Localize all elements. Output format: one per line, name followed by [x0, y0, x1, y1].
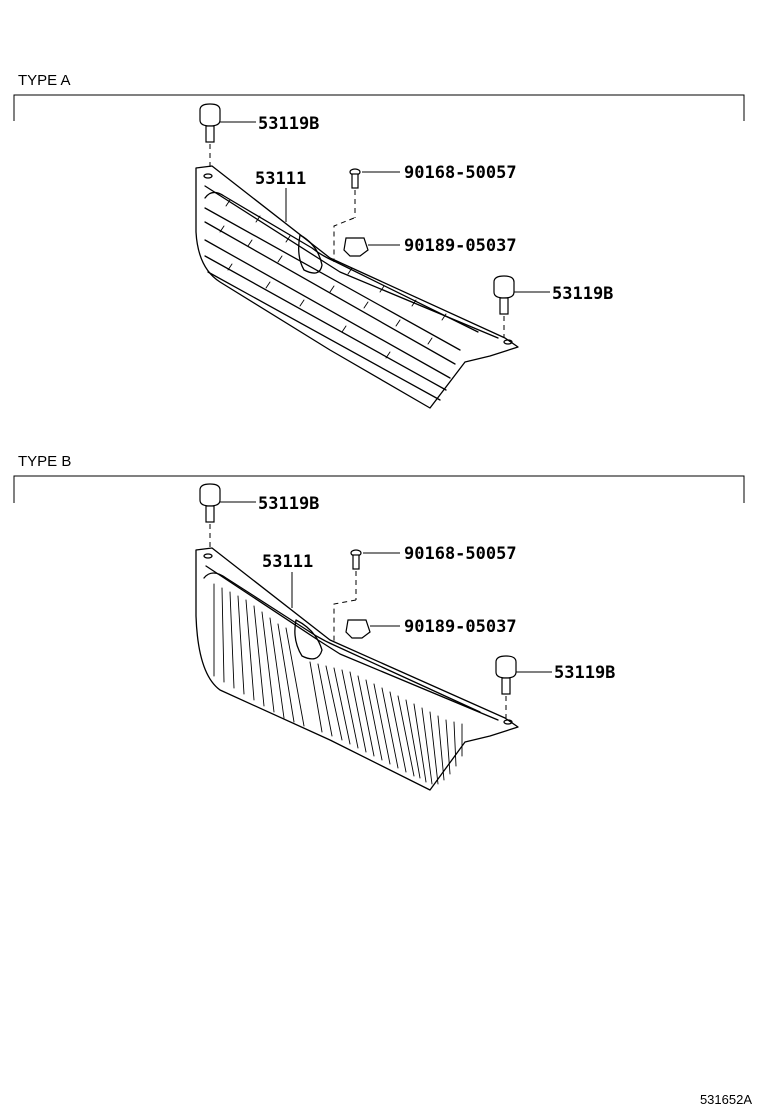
callout-screw: 90168-50057	[404, 544, 517, 564]
section-bracket	[13, 475, 745, 503]
cap-53119b-left: 53119B	[199, 483, 319, 550]
callout-cap-left: 53119B	[258, 114, 319, 134]
callout-cap-right: 53119B	[552, 284, 613, 304]
callout-screw: 90168-50057	[404, 163, 517, 183]
section-type-b: TYPE B 53119B 53111	[13, 453, 745, 791]
cap-53119b-right: 53119B	[495, 655, 615, 718]
screw-90168-50057: 90168-50057	[349, 163, 517, 218]
callout-grille: 53111	[255, 169, 306, 189]
screw-90168-50057: 90168-50057	[350, 544, 517, 600]
callout-cap-left: 53119B	[258, 494, 319, 514]
section-title: TYPE A	[18, 72, 71, 89]
figure-code: 531652A	[700, 1092, 752, 1107]
callout-clip: 90189-05037	[404, 617, 517, 637]
cap-53119b-right: 53119B	[493, 275, 613, 338]
cap-53119b-left: 53119B	[199, 103, 319, 168]
callout-grille: 53111	[262, 552, 313, 572]
grille-53111	[195, 547, 519, 791]
callout-clip: 90189-05037	[404, 236, 517, 256]
clip-90189-05037: 90189-05037	[333, 217, 517, 262]
grille-53111	[195, 165, 519, 409]
callout-cap-right: 53119B	[554, 663, 615, 683]
section-title: TYPE B	[18, 453, 71, 470]
clip-90189-05037: 90189-05037	[333, 599, 517, 644]
section-type-a: TYPE A 53119B 53	[13, 72, 745, 409]
section-bracket	[13, 94, 745, 121]
